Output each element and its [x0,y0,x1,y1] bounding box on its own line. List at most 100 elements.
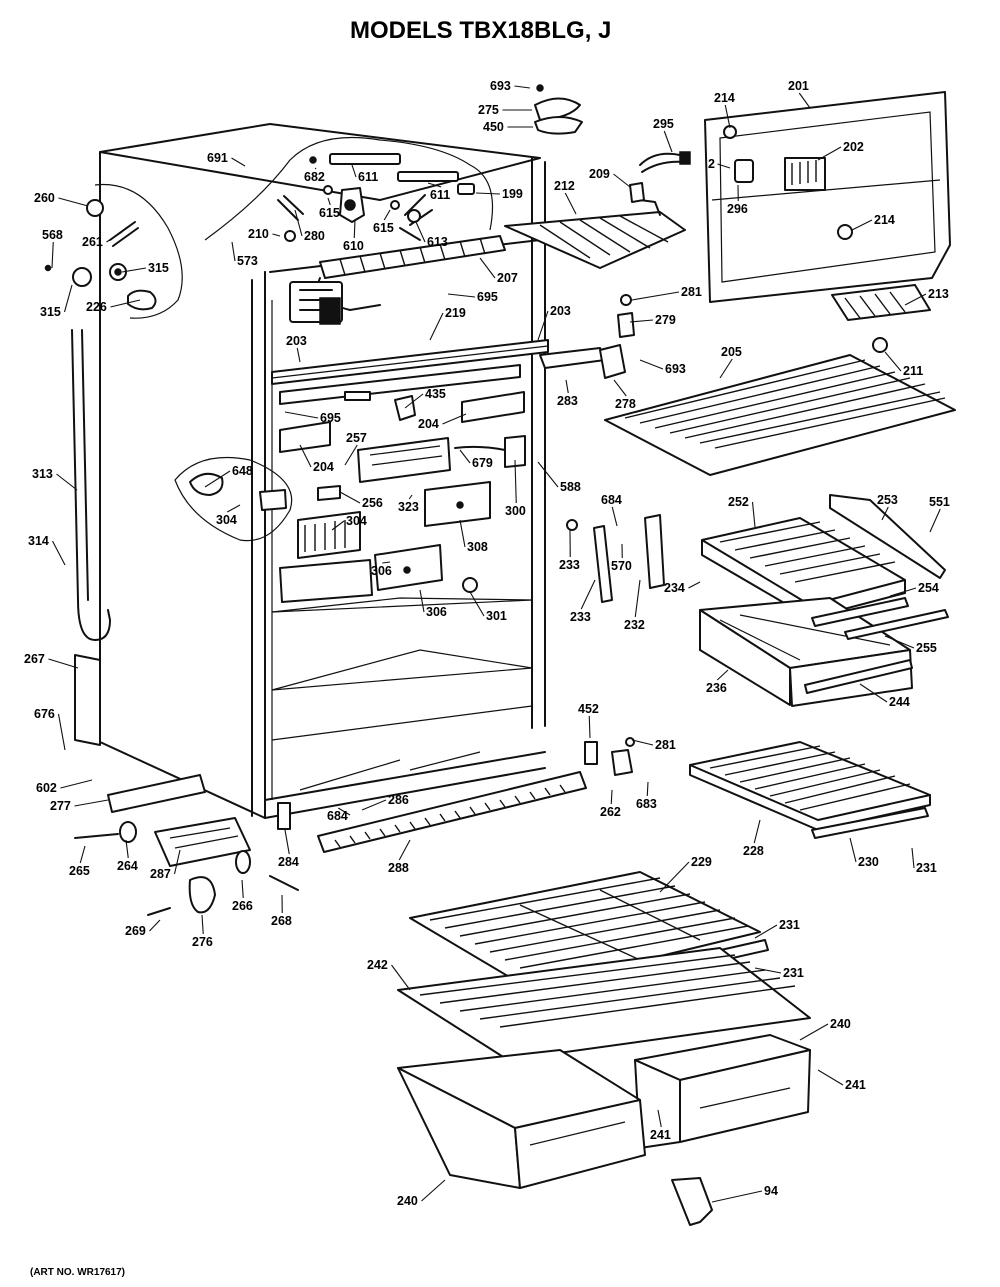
part-label-244: 244 [889,695,910,709]
leader-line-211 [884,351,902,372]
leader-line-615-b [383,209,391,221]
part-label-323: 323 [398,500,419,514]
grille-288 [317,771,587,853]
leader-line-207 [479,257,496,279]
part-label-219: 219 [445,306,466,320]
part-label-255: 255 [916,641,937,655]
part-label-568: 568 [42,228,63,242]
callout-leaders [48,85,941,1203]
part-label-262: 262 [600,805,621,819]
part-label-613: 613 [427,235,448,249]
leader-line-684-a [611,506,618,527]
leader-line-242 [391,964,411,991]
part-label-588: 588 [560,480,581,494]
part-label-231-b: 231 [779,918,800,932]
leader-line-213 [904,293,927,306]
part-label-304-b: 304 [346,514,367,528]
callout-bubble-left-mid [174,456,293,542]
leader-line-278 [613,379,627,397]
part-label-242: 242 [367,958,388,972]
part-label-277: 277 [50,799,71,813]
leader-line-313 [56,473,78,491]
part-label-260: 260 [34,191,55,205]
leader-line-611-b [427,182,442,188]
part-label-615-a: 615 [319,206,340,220]
leader-line-256 [339,491,361,504]
leader-line-684-b [337,807,351,816]
leader-line-283 [565,379,569,394]
leader-line-679 [459,449,471,464]
part-label-207: 207 [497,271,518,285]
part-label-204-b: 204 [313,460,334,474]
leader-line-233-b [580,579,596,610]
part-label-610: 610 [343,239,364,253]
leader-line-209 [613,173,631,188]
leader-line-286 [361,799,387,811]
part-label-236: 236 [706,681,727,695]
leader-line-613 [415,221,426,243]
leader-line-265 [79,845,86,864]
bracket-452 [584,741,598,765]
part-label-212: 212 [554,179,575,193]
part-label-264: 264 [117,859,138,873]
leader-line-261 [106,231,123,243]
leader-line-269 [149,919,161,932]
leader-line-267 [48,658,79,669]
part-label-203-b: 203 [286,334,307,348]
part-label-233-a: 233 [559,558,580,572]
hinge-bracket-parts [539,294,635,379]
leader-line-280 [294,209,303,237]
part-label-648: 648 [232,464,253,478]
rail-253 [829,494,946,579]
leader-line-295 [663,130,673,153]
leader-line-229 [659,861,690,893]
leader-line-276 [201,914,204,935]
part-label-281-bot: 281 [655,738,676,752]
part-label-288: 288 [388,861,409,875]
leader-line-281-bot [631,739,654,746]
leader-line-648 [204,470,231,488]
leader-line-693-top [514,85,531,89]
leader-line-266 [241,879,244,899]
part-label-615-b: 615 [373,221,394,235]
callout-bubble-top [204,137,494,241]
leader-line-682 [314,167,317,170]
leader-line-254 [889,587,917,597]
part-label-232: 232 [624,618,645,632]
leader-line-568 [51,241,54,269]
leader-line-2 [717,163,731,169]
part-label-306-b: 306 [426,605,447,619]
leader-line-199 [475,192,501,195]
leader-line-683 [646,781,649,797]
ice-bin-212 [504,199,686,269]
leader-line-306-b [419,589,425,613]
leader-line-205 [719,358,733,379]
leader-line-231-b [754,924,778,939]
part-label-695-a: 695 [477,290,498,304]
part-label-240-b: 240 [397,1194,418,1208]
leader-line-210 [272,233,281,237]
leader-line-240-b [421,1179,446,1202]
part-label-204-a: 204 [418,417,439,431]
leader-line-214-top [724,104,731,129]
part-label-313: 313 [32,467,53,481]
leader-line-231-c [754,967,782,974]
rail-203 [271,339,549,405]
part-label-695-b: 695 [320,411,341,425]
leader-line-695-b [284,411,319,419]
leader-line-279 [629,319,654,323]
leader-line-252 [751,501,756,528]
damper-control-parts [44,199,157,311]
part-label-214-mid: 214 [874,213,895,227]
leader-line-253 [881,506,889,521]
part-label-281-top: 281 [681,285,702,299]
leader-line-236 [716,669,729,681]
leader-line-255 [884,635,915,649]
leader-line-602 [60,779,93,789]
part-label-684-b: 684 [327,809,348,823]
part-label-693-top: 693 [490,79,511,93]
part-label-280: 280 [304,229,325,243]
leader-line-315-a [121,267,147,273]
leader-line-214-mid [851,219,873,231]
part-label-201: 201 [788,79,809,93]
